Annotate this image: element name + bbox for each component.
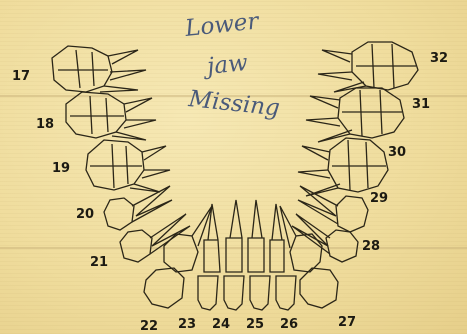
tooth-29 <box>298 186 368 232</box>
fissures <box>356 44 416 88</box>
tooth-number-24: 24 <box>212 317 230 332</box>
handwritten-note: Lower jaw Missing <box>183 8 281 121</box>
note-line-1: Lower <box>183 8 262 42</box>
tooth-number-27: 27 <box>338 315 356 330</box>
tooth-number-29: 29 <box>370 191 388 206</box>
fissures <box>342 90 402 136</box>
tooth-30 <box>298 138 388 196</box>
tooth-number-30: 30 <box>388 145 406 160</box>
tooth-number-31: 31 <box>412 97 430 112</box>
crown <box>250 276 270 310</box>
crown <box>224 276 244 310</box>
tooth-number-23: 23 <box>178 317 196 332</box>
tooth-number-17: 17 <box>12 69 30 84</box>
tooth-24 <box>224 276 244 310</box>
incisor-right-central <box>248 200 264 272</box>
crown <box>66 92 126 138</box>
tooth-number-26: 26 <box>280 317 298 332</box>
roots <box>100 50 146 92</box>
tooth-number-25: 25 <box>246 317 264 332</box>
crown <box>328 138 388 192</box>
tooth-22 <box>144 268 184 308</box>
fissures <box>90 144 142 188</box>
tooth-number-20: 20 <box>76 207 94 222</box>
tooth-28 <box>292 214 358 262</box>
tooth-25 <box>250 276 270 310</box>
tooth-number-32: 32 <box>430 51 448 66</box>
tooth-number-18: 18 <box>36 117 54 132</box>
crown <box>276 276 296 310</box>
crown <box>300 268 338 308</box>
crown <box>326 230 358 262</box>
crown <box>336 196 368 232</box>
fissures <box>70 96 124 134</box>
tooth-21 <box>120 214 190 262</box>
tooth-number-19: 19 <box>52 161 70 176</box>
note-line-3: Missing <box>186 86 281 122</box>
roots <box>318 50 366 92</box>
canine-left <box>164 206 212 272</box>
tooth-17 <box>52 46 146 92</box>
tooth-32 <box>318 42 418 92</box>
tooth-26 <box>276 276 296 310</box>
crown <box>120 230 152 262</box>
incisor-left-central <box>226 200 242 272</box>
tooth-27 <box>300 268 338 308</box>
fissures <box>58 50 108 88</box>
roots <box>130 146 170 192</box>
roots <box>306 96 352 142</box>
tooth-number-21: 21 <box>90 255 108 270</box>
crown <box>104 198 134 230</box>
anterior-upper-row <box>164 200 322 272</box>
tooth-18 <box>66 92 156 140</box>
tooth-20 <box>104 186 172 230</box>
crown <box>52 46 112 92</box>
note-line-2: jaw <box>201 50 249 81</box>
tooth-number-28: 28 <box>362 239 380 254</box>
tooth-number-22: 22 <box>140 319 158 334</box>
crown <box>144 268 184 308</box>
crown <box>86 140 144 190</box>
tooth-19 <box>86 140 170 192</box>
crown <box>198 276 218 310</box>
tooth-23 <box>198 276 218 310</box>
roots <box>112 98 156 140</box>
